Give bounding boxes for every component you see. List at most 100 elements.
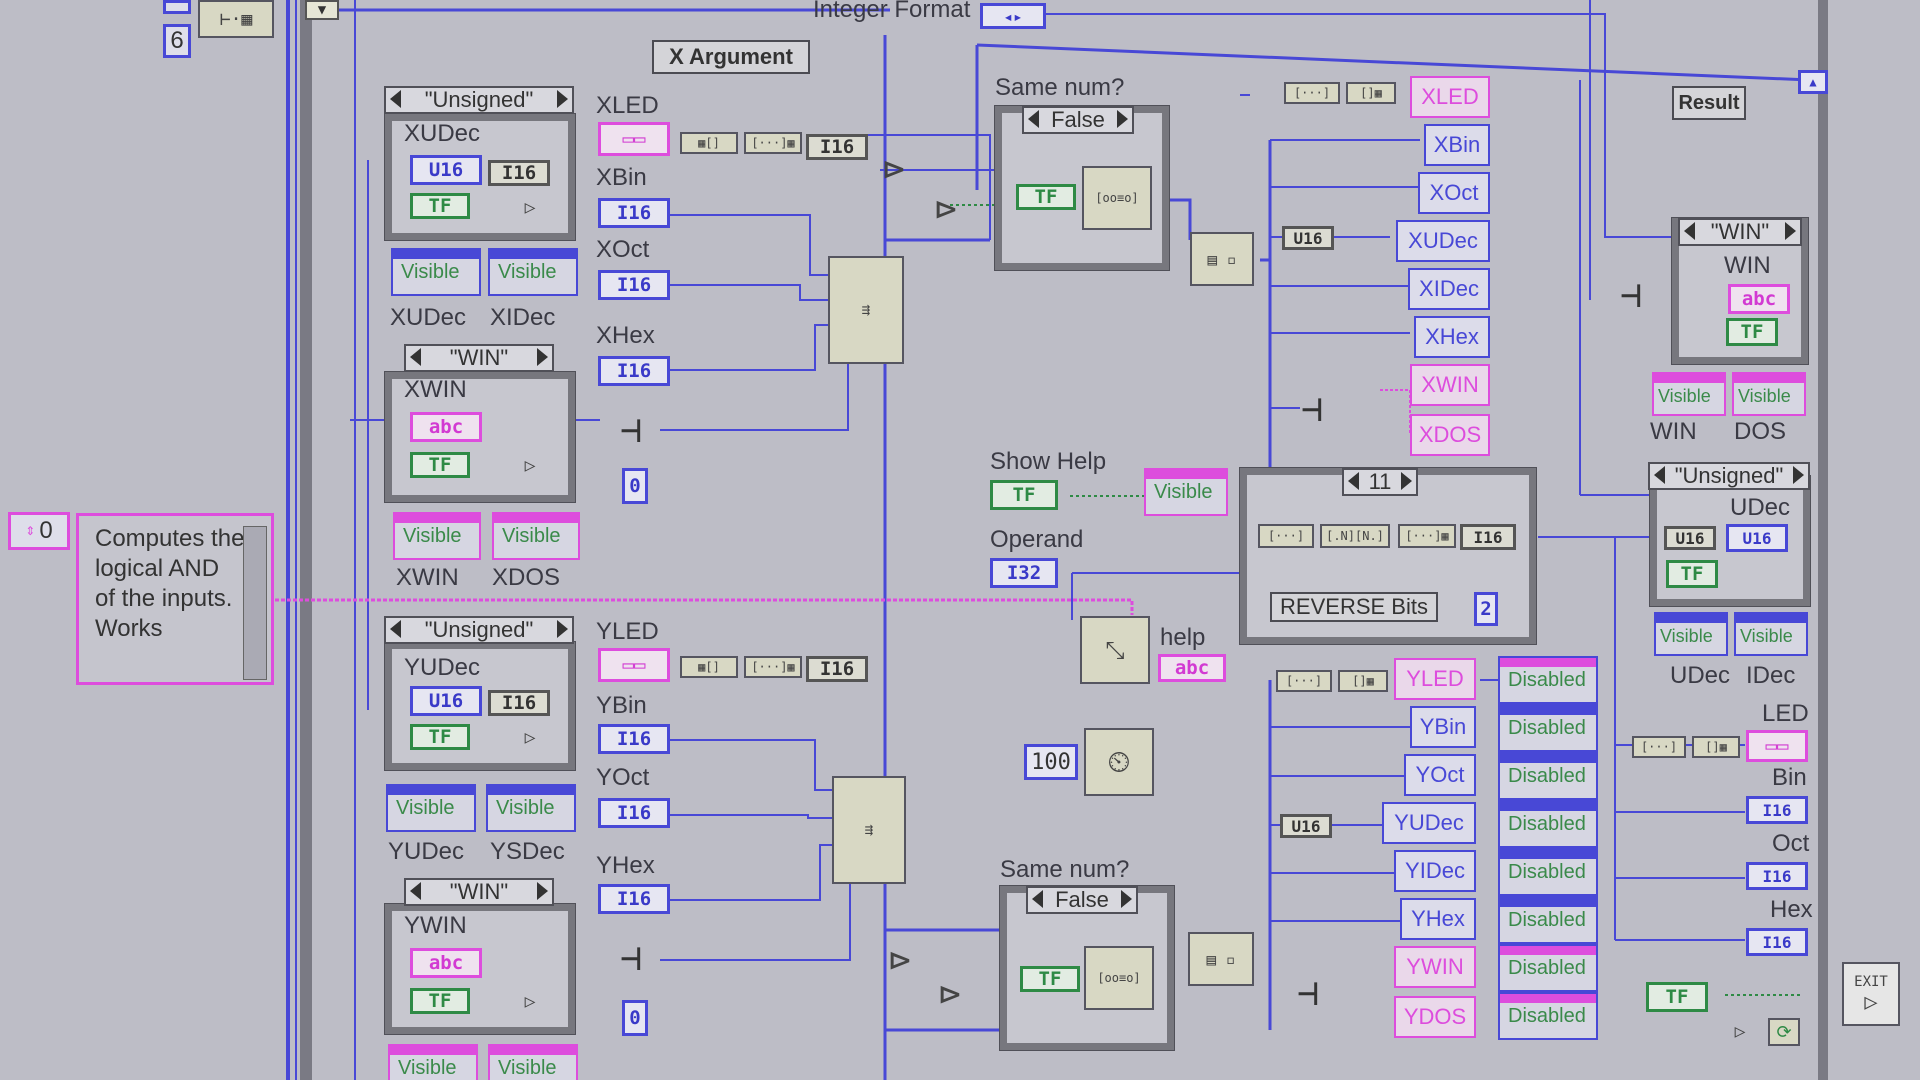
win-select-node: ⊣ — [1620, 274, 1642, 316]
x-dos-select: ⊣ — [1301, 388, 1323, 430]
x-equal-1: ⊳ — [883, 148, 905, 190]
yudec-out: YUDec — [1382, 802, 1476, 844]
exit-tf: TF — [1646, 982, 1708, 1012]
exit-not-gate: ▷ — [1734, 1020, 1746, 1042]
x-u16-convert: U16 — [1282, 226, 1334, 250]
disabled-5: Disabled — [1498, 848, 1598, 896]
y-not-gate: ▷ — [524, 726, 536, 748]
same-num-tf-2: TF — [1020, 966, 1080, 992]
ybin-label: YBin — [596, 692, 647, 719]
comment-index[interactable]: ⇕0 — [8, 512, 70, 550]
bundle-node: ⊢·▦ — [198, 0, 274, 38]
xled-convert-1: ▦[] — [680, 132, 738, 154]
xwin-not-gate: ▷ — [524, 454, 536, 476]
disabled-1: Disabled — [1498, 656, 1598, 704]
show-help-tf[interactable]: TF — [990, 480, 1058, 510]
operand-i32[interactable]: I32 — [990, 558, 1058, 588]
udec-tf: TF — [1666, 560, 1718, 588]
xled-label: XLED — [596, 92, 659, 119]
led-label: LED — [1762, 700, 1809, 727]
oct-i16: I16 — [1746, 862, 1808, 890]
xwin-out: XWIN — [1410, 364, 1490, 406]
y-build-array: ⇶ — [832, 776, 906, 884]
x-format-selector-2[interactable]: "WIN" — [404, 344, 554, 372]
reverse-case-selector[interactable]: 11 — [1342, 468, 1418, 496]
help-label: help — [1160, 624, 1206, 651]
reverse-node-3: [···]▦ — [1398, 524, 1456, 548]
yled-out: YLED — [1394, 658, 1476, 700]
hex-i16: I16 — [1746, 928, 1808, 956]
xled-terminal: ▭▭ — [598, 122, 670, 156]
xoct-out: XOct — [1418, 172, 1490, 214]
reverse-i16: I16 — [1460, 524, 1516, 550]
integer-format-label: Integer Format — [813, 0, 971, 23]
ysdec-under-label: YSDec — [490, 838, 565, 865]
y-format-selector-2[interactable]: "WIN" — [404, 878, 554, 906]
yudec-i16: I16 — [488, 690, 550, 716]
udec-visible: Visible — [1654, 612, 1728, 656]
comment-textbox[interactable]: Computes the logical AND of the inputs. … — [76, 513, 274, 685]
help-window-node: ⤡ — [1080, 616, 1150, 684]
xhex-label: XHex — [596, 322, 655, 349]
win-case-selector[interactable]: "WIN" — [1678, 218, 1802, 246]
dropdown-arrow-icon[interactable]: ▼ — [305, 0, 339, 20]
same-num-selector-1[interactable]: False — [1022, 106, 1134, 134]
disabled-8: Disabled — [1498, 992, 1598, 1040]
win-under-label: WIN — [1650, 418, 1697, 445]
xoct-label: XOct — [596, 236, 650, 263]
yled-label: YLED — [596, 618, 659, 645]
array-index-top[interactable] — [163, 0, 191, 14]
dos-under-label: DOS — [1734, 418, 1787, 445]
bin-i16: I16 — [1746, 796, 1808, 824]
integer-format-terminal: ◂▸ — [980, 3, 1046, 29]
x-equal-2: ⊳ — [935, 188, 957, 230]
yudec-tf: TF — [410, 724, 470, 750]
x-build-array: ⇶ — [828, 256, 904, 364]
same-num-selector-2[interactable]: False — [1026, 886, 1138, 914]
y-select-node: ⊣ — [620, 937, 642, 979]
udec-u16-2: U16 — [1726, 524, 1788, 552]
exit-label: EXIT — [1854, 973, 1888, 990]
comment-scrollbar[interactable] — [243, 526, 267, 680]
disabled-6: Disabled — [1498, 896, 1598, 944]
disabled-3: Disabled — [1498, 752, 1598, 800]
idec-visible: Visible — [1734, 612, 1808, 656]
result-arrow-icon: ▲ — [1798, 70, 1828, 94]
y-zero-const: 0 — [622, 1000, 648, 1036]
x-not-gate: ▷ — [524, 196, 536, 218]
same-num-label-2: Same num? — [1000, 856, 1130, 883]
dos-visible: Visible — [1732, 372, 1806, 416]
xbin-i16: I16 — [598, 198, 670, 228]
xdos-out: XDOS — [1410, 414, 1490, 456]
x-visible-2: Visible — [488, 248, 578, 296]
y-visible-1: Visible — [386, 784, 476, 832]
xudec-u16: U16 — [410, 155, 482, 185]
xbin-label: XBin — [596, 164, 647, 191]
ybin-i16: I16 — [598, 724, 670, 754]
x-zero-const: 0 — [622, 468, 648, 504]
operand-label: Operand — [990, 526, 1084, 553]
result-label: Result — [1672, 86, 1746, 120]
x-format-selector-1[interactable]: "Unsigned" — [384, 86, 574, 114]
win-visible: Visible — [1652, 372, 1726, 416]
unsigned-case-selector[interactable]: "Unsigned" — [1648, 462, 1810, 490]
y-format-selector-1[interactable]: "Unsigned" — [384, 616, 574, 644]
yudec-u16: U16 — [410, 686, 482, 716]
xoct-i16: I16 — [598, 270, 670, 300]
xudec-label: XUDec — [404, 120, 481, 147]
yudec-under-label: YUDec — [388, 838, 465, 865]
exit-arrow-icon: ▷ — [1864, 989, 1878, 1015]
led-convert-2: []▦ — [1692, 736, 1740, 758]
array-index-value[interactable]: 6 — [163, 24, 191, 58]
xudec-i16: I16 — [488, 160, 550, 186]
exit-button[interactable]: EXIT▷ — [1842, 962, 1900, 1026]
y-u16-convert: U16 — [1280, 814, 1332, 838]
x-visible-3: Visible — [393, 512, 481, 560]
yled-i16: I16 — [806, 656, 868, 682]
disabled-2: Disabled — [1498, 704, 1598, 752]
reverse-node-2: [.N][N.] — [1320, 524, 1390, 548]
disabled-7: Disabled — [1498, 944, 1598, 992]
udec-u16-1: U16 — [1664, 526, 1716, 550]
ywin-tf: TF — [410, 988, 470, 1014]
formula-node-1: [oo≡o] — [1082, 166, 1152, 230]
